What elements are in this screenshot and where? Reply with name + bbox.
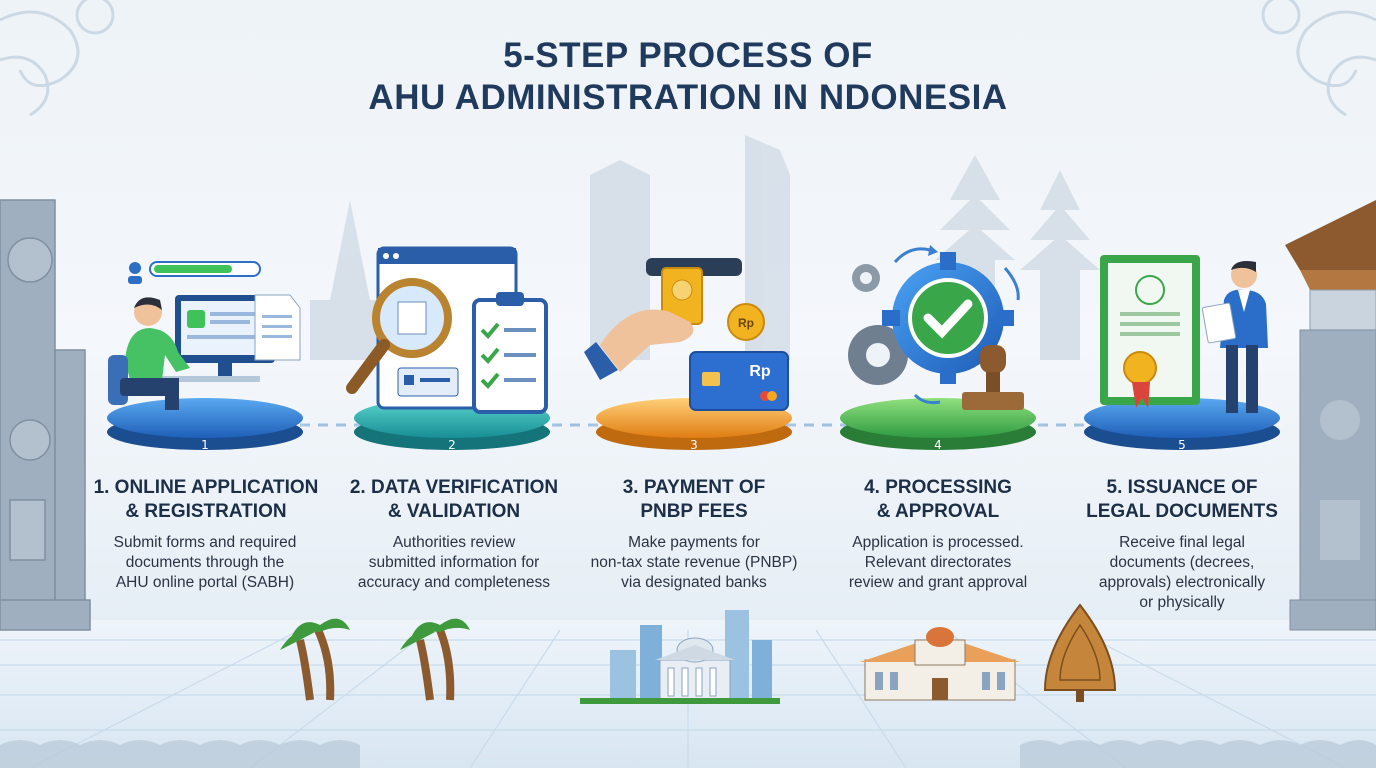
- step-3-description: Make payments for non-tax state revenue …: [569, 533, 819, 593]
- step-5-title: 5. ISSUANCE OF LEGAL DOCUMENTS: [1052, 476, 1312, 524]
- step-2-title: 2. DATA VERIFICATION & VALIDATION: [324, 476, 584, 524]
- step-4-title: 4. PROCESSING & APPROVAL: [808, 476, 1068, 524]
- page-title-line-1: 5-STEP PROCESS OF: [503, 36, 873, 75]
- computer-user-icon: [108, 261, 301, 410]
- step-1-description: Submit forms and required documents thro…: [80, 533, 330, 593]
- step-4-desc-line-2: Relevant directorates: [864, 554, 1012, 571]
- step-2-number: 2: [448, 438, 456, 452]
- step-4-desc-line-1: Application is processed.: [852, 534, 1024, 551]
- step-4-title-line-2: & APPROVAL: [876, 501, 1000, 522]
- step-4-desc-line-3: review and grant approval: [848, 574, 1028, 591]
- step-4-number: 4: [934, 438, 942, 452]
- step-2-description: Authorities review submitted information…: [329, 533, 579, 593]
- step-1-title-line-2: & REGISTRATION: [125, 501, 287, 522]
- step-1-number: 1: [201, 438, 209, 452]
- step-1-desc-line-1: Submit forms and required: [113, 534, 297, 551]
- certificate-person-icon: [1100, 255, 1268, 413]
- step-2-title-line-1: 2. DATA VERIFICATION: [349, 477, 559, 498]
- step-3-desc-line-2: non-tax state revenue (PNBP): [590, 554, 798, 571]
- wayang-gunungan-icon: [1043, 603, 1117, 702]
- payment-card-icon: Rp Rp: [584, 258, 789, 411]
- step-5-desc-line-1: Receive final legal: [1119, 534, 1245, 551]
- step-2-desc-line-2: submitted information for: [368, 554, 540, 571]
- step-1-desc-line-3: AHU online portal (SABH): [115, 574, 295, 591]
- step-2-title-line-2: & VALIDATION: [387, 501, 521, 522]
- platform-5: [1072, 392, 1292, 450]
- step-3-desc-line-3: via designated banks: [621, 574, 767, 591]
- step-3-desc-line-1: Make payments for: [628, 534, 760, 551]
- step-3-number: 3: [690, 438, 698, 452]
- gear-check-stamp-icon: [848, 245, 1024, 410]
- step-5-desc-line-2: documents (decrees,: [1109, 554, 1255, 571]
- palm-trees-left: [280, 618, 470, 701]
- step-4-title-line-1: 4. PROCESSING: [864, 477, 1012, 498]
- step-3-title-line-1: 3. PAYMENT OF: [622, 477, 766, 498]
- step-2-desc-line-1: Authorities review: [392, 534, 516, 551]
- step-4-description: Application is processed. Relevant direc…: [813, 533, 1063, 593]
- government-building-icon: [860, 627, 1020, 701]
- step-1-title-line-1: 1. ONLINE APPLICATION: [93, 477, 319, 498]
- card-label: Rp: [749, 363, 771, 380]
- step-3-title-line-2: PNBP FEES: [640, 501, 748, 522]
- step-1-desc-line-2: documents through the: [125, 554, 285, 571]
- step-5-title-line-2: LEGAL DOCUMENTS: [1086, 501, 1278, 522]
- step-2-desc-line-3: accuracy and completeness: [357, 574, 551, 591]
- step-5-desc-line-4: or physically: [1139, 594, 1225, 611]
- page-title-line-2: AHU ADMINISTRATION IN NDONESIA: [368, 78, 1008, 117]
- step-5-description: Receive final legal documents (decrees, …: [1057, 533, 1307, 613]
- platform-1: [95, 392, 315, 450]
- coin-label: Rp: [738, 316, 754, 330]
- step-5-title-line-1: 5. ISSUANCE OF: [1106, 477, 1258, 498]
- step-5-number: 5: [1178, 438, 1186, 452]
- city-skyline-icon: [580, 610, 780, 704]
- step-3-title: 3. PAYMENT OF PNBP FEES: [564, 476, 824, 524]
- step-1-title: 1. ONLINE APPLICATION & REGISTRATION: [76, 476, 336, 524]
- step-5-desc-line-3: approvals) electronically: [1098, 574, 1266, 591]
- magnifier-checklist-icon: [346, 246, 548, 414]
